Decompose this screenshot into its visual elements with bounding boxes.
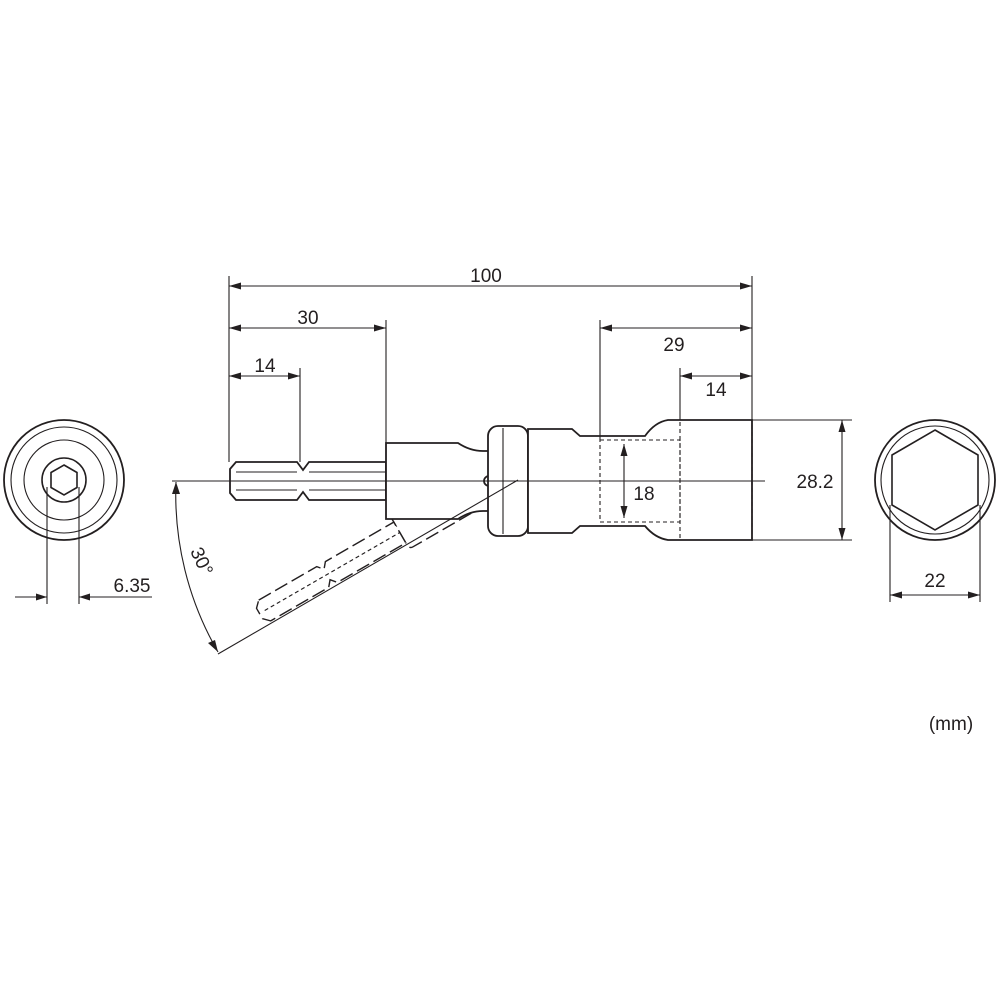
- bit-length-arrow-left: [229, 324, 241, 332]
- end-view-inner-circle: [23, 439, 105, 521]
- dimension-bit-length: 30: [229, 308, 387, 443]
- outer-diameter-arrow-bottom: [838, 528, 846, 540]
- socket-hex-opening: [891, 429, 979, 531]
- socket-depth-label: 29: [663, 335, 684, 356]
- dimension-hex-shank-length: 14: [229, 356, 301, 462]
- magnet-section-arrow-right: [740, 372, 752, 380]
- magnet-section-arrow-left: [680, 372, 692, 380]
- shank-size-arrow-left: [36, 593, 47, 601]
- hex-af-arrow-left: [890, 591, 902, 599]
- socket-depth-arrow-left: [600, 324, 612, 332]
- swivel-angle-arrow-top: [172, 482, 180, 494]
- shank-size-arrow-right: [79, 593, 90, 601]
- dimension-socket-depth: 29: [599, 320, 752, 440]
- end-view-outer-circle: [3, 419, 125, 541]
- bit-length-label: 30: [297, 308, 318, 329]
- end-view-rim-circle: [10, 426, 118, 534]
- socket-end-outer-circle: [874, 419, 996, 541]
- outer-diameter-arrow-top: [838, 420, 846, 432]
- overall-arrow-left: [229, 282, 241, 290]
- magnet-section-label: 14: [705, 380, 727, 401]
- socket-end-inner-circle: [880, 425, 990, 535]
- hex-shank-length-label: 14: [254, 356, 276, 377]
- bit-length-arrow-right: [374, 324, 386, 332]
- overall-length-label: 100: [470, 266, 502, 287]
- hex-across-flats-label: 22: [924, 571, 945, 592]
- hex-af-arrow-right: [968, 591, 980, 599]
- outer-diameter-label: 28.2: [797, 472, 834, 493]
- swivel-angle-label: 30°: [185, 544, 216, 579]
- end-view-shank-circle: [41, 457, 87, 503]
- right-end-view: 22: [874, 419, 996, 602]
- phantom-bit-centerline: [264, 532, 401, 611]
- inner-diameter-label: 18: [633, 484, 654, 505]
- phantom-bit-shank: [255, 521, 407, 622]
- shank-size-label: 6.35: [114, 576, 151, 597]
- hidden-bore-hex: [679, 419, 753, 541]
- inner-diameter-arrow-bottom: [620, 506, 628, 518]
- dimension-inner-diameter: 18: [620, 444, 655, 518]
- dimension-magnet-section: 14: [679, 368, 752, 420]
- socket-body: [527, 419, 753, 541]
- side-view: [172, 419, 765, 541]
- inner-diameter-arrow-top: [620, 444, 628, 456]
- hex-shank-arrow-left: [229, 372, 241, 380]
- dimension-overall-length: 100: [228, 266, 753, 462]
- swivel-angle-arc: [175, 481, 219, 653]
- left-end-view: 6.35: [3, 419, 152, 604]
- dimension-outer-diameter: 28.2: [752, 419, 852, 541]
- unit-label: (mm): [929, 714, 973, 735]
- hex-shank-arrow-right: [288, 372, 300, 380]
- swivel-angle-arrow-bottom: [208, 640, 218, 652]
- end-view-hex-shank: [50, 464, 78, 496]
- overall-arrow-right: [740, 282, 752, 290]
- socket-depth-arrow-right: [740, 324, 752, 332]
- swivel-angle-line: [217, 479, 519, 655]
